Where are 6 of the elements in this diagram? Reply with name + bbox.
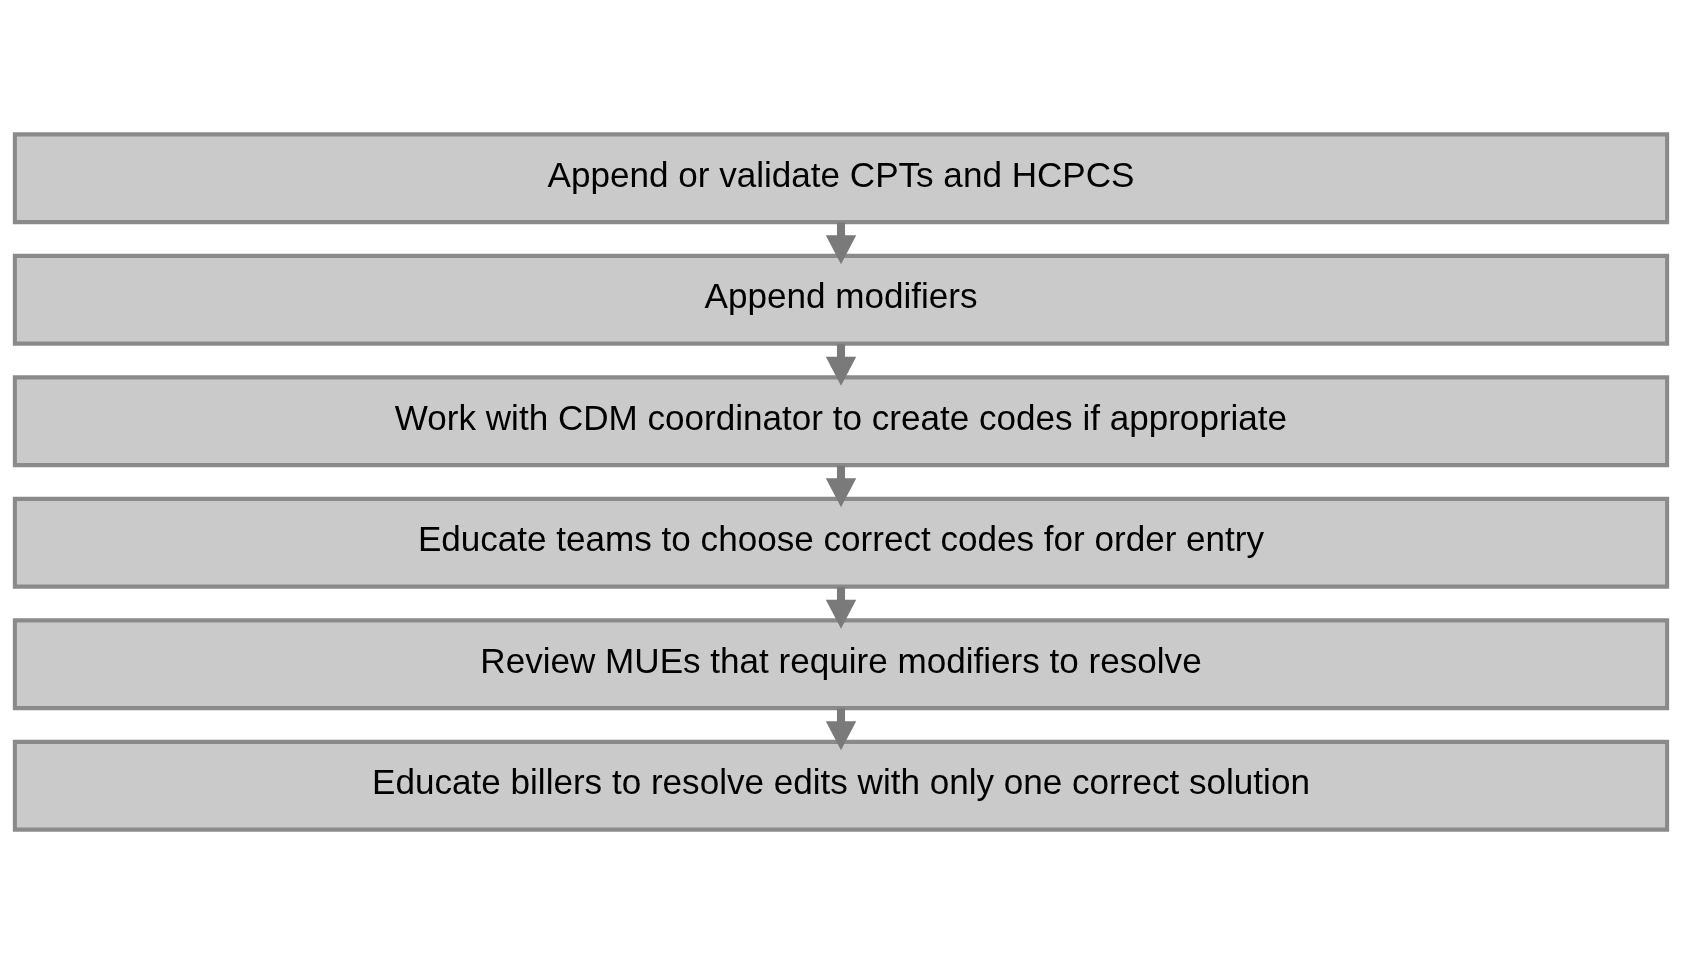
node-box: Work with CDM coordinator to create codes if appropriate (12, 375, 1669, 468)
node-box: Append modifiers (12, 253, 1669, 346)
node-box: Append or validate CPTs and HCPCS (12, 132, 1669, 225)
node-box: Educate teams to choose correct codes for order entry (12, 496, 1669, 589)
node-box: Educate billers to resolve edits with only one correct solution (12, 739, 1669, 832)
node-box: Review MUEs that require modifiers to resolve (12, 618, 1669, 711)
